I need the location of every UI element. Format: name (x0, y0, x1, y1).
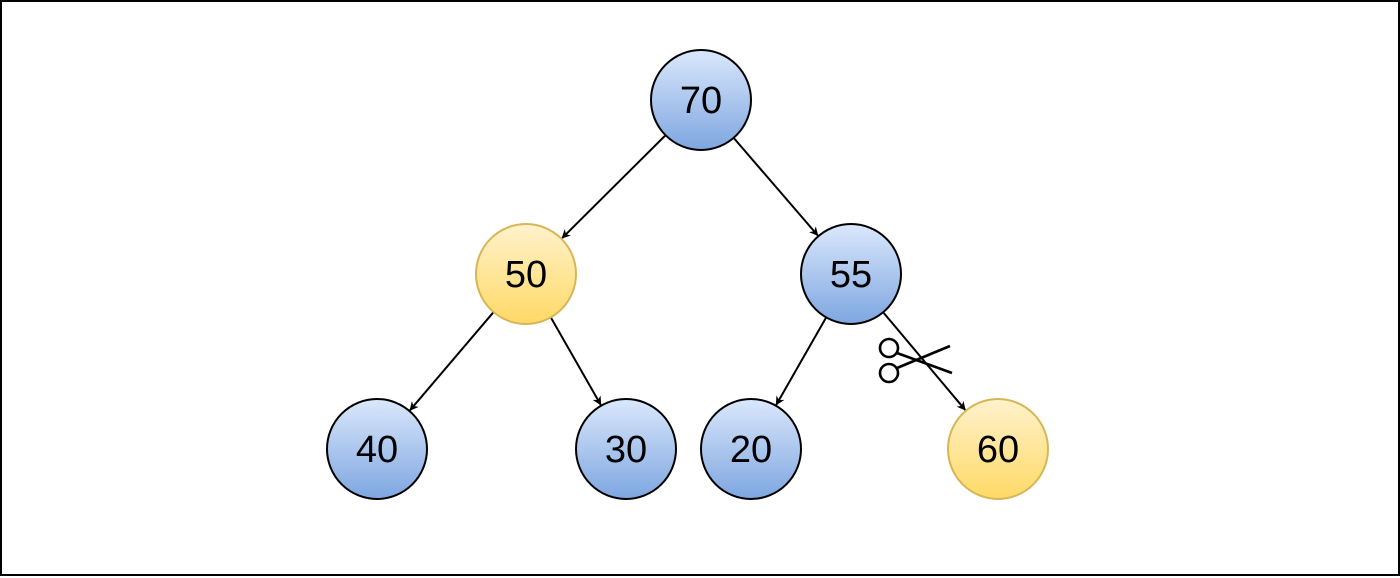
node-label: 30 (605, 429, 647, 471)
edge-70-to-55 (732, 137, 819, 237)
node-circle (326, 398, 428, 500)
icons-layer (878, 337, 953, 384)
node-circle (700, 398, 802, 500)
edge-55-to-20 (775, 316, 828, 406)
tree-node-50: 50 (475, 223, 577, 325)
node-circle (475, 223, 577, 325)
node-circle (575, 398, 677, 500)
node-label: 50 (505, 254, 547, 296)
edge-55-to-60 (882, 311, 966, 411)
tree-node-70: 70 (650, 49, 752, 151)
node-label: 20 (730, 429, 772, 471)
tree-node-30: 30 (575, 398, 677, 500)
node-label: 60 (977, 429, 1019, 471)
tree-node-55: 55 (800, 223, 902, 325)
node-label: 70 (680, 80, 722, 122)
edge-50-to-30 (549, 316, 602, 406)
edges-layer (409, 134, 966, 411)
scissors-blade-upper (896, 344, 951, 370)
scissors-handle-bottom (878, 362, 900, 384)
tree-node-60: 60 (947, 398, 1049, 500)
edge-70-to-50 (561, 134, 667, 239)
scissors-handle-top (878, 337, 900, 359)
tree-node-40: 40 (326, 398, 428, 500)
nodes-layer: 70 50 55 40 30 20 60 (326, 49, 1049, 500)
scissors-icon (878, 337, 953, 384)
node-circle (800, 223, 902, 325)
tree-node-20: 20 (700, 398, 802, 500)
node-circle (947, 398, 1049, 500)
node-label: 55 (830, 254, 872, 296)
edge-50-to-40 (409, 311, 495, 411)
scissors-blade-lower (896, 351, 953, 375)
node-label: 40 (356, 429, 398, 471)
node-circle (650, 49, 752, 151)
